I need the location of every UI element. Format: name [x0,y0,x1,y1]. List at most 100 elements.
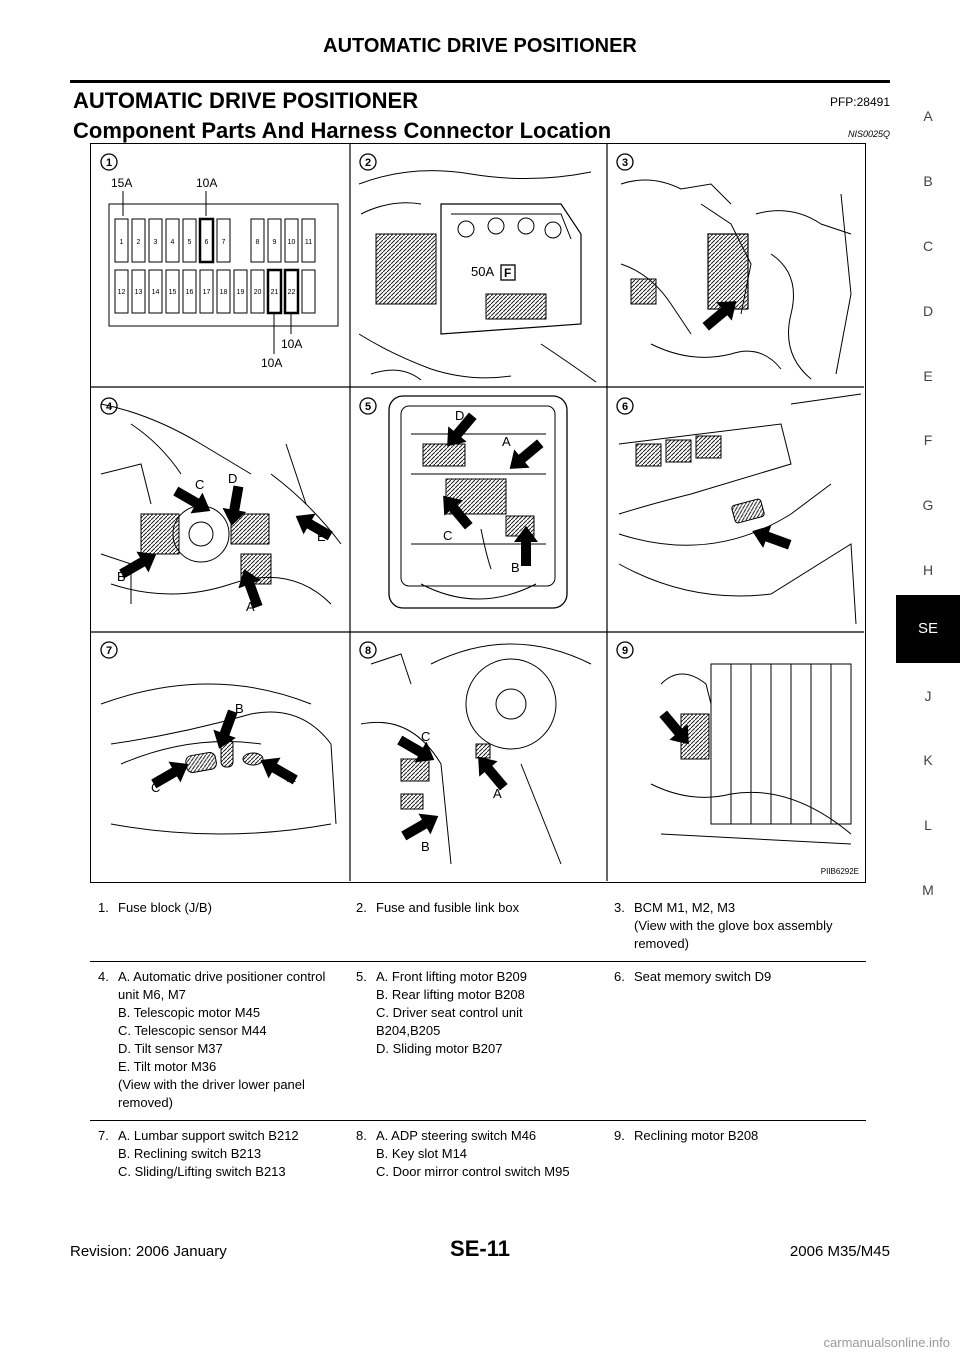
fuse-19: 19 [237,289,245,296]
fuse-label-10a-top: 10A [196,176,217,190]
fuse-22: 22 [288,289,296,296]
panel-3-number: 3 [622,157,628,169]
panel-7-number: 7 [106,645,112,657]
legend-item: 2.Fuse and fusible link box [356,900,520,915]
panel-9-reclining-motor [650,663,852,845]
panel-4-letter-b: B [117,569,126,584]
tab-d[interactable]: D [922,303,934,319]
panel-2-number: 2 [365,157,371,169]
panel-1-number: 1 [106,157,112,169]
panel-2-fuse-link-box [358,170,597,383]
figure-ref-code: PIIB6292E [821,867,859,876]
tab-f[interactable]: F [923,432,933,448]
panel-8-number: 8 [365,645,371,657]
panel-6-door-trim [618,393,862,625]
legend-item: 1.Fuse block (J/B) [98,900,212,915]
panel-8-dashboard [360,643,592,865]
panel-4-letter-d: D [228,471,237,486]
tab-g[interactable]: G [922,497,934,513]
fuse-9: 9 [273,239,277,246]
fuse-11: 11 [305,239,312,246]
fuse-18: 18 [220,289,228,296]
legend-table: 1.Fuse block (J/B) 2.Fuse and fusible li… [90,893,866,1189]
fusible-link-50a: 50A [471,264,494,279]
fuse-4: 4 [171,239,175,246]
fuse-16: 16 [186,289,194,296]
panel-8-letter-b: B [421,839,430,854]
running-header-title: AUTOMATIC DRIVE POSITIONER [323,35,637,57]
panel-4-letter-a: A [246,599,255,614]
footer-page-number: SE-11 [450,1236,510,1261]
tab-c[interactable]: C [922,238,934,254]
fuse-5: 5 [188,239,192,246]
pfp-code: PFP:28491 [829,95,890,109]
panel-8-letter-a: A [493,786,502,801]
panel-1-fuse-block: 15A 10A 1 2 3 4 5 6 7 8 9 10 11 12 13 14… [108,176,339,370]
component-location-figure: 1 2 3 4 5 6 7 8 9 15A 10A 1 2 3 4 5 6 7 … [90,143,866,883]
panel-5-letter-a: A [502,434,511,449]
fuse-21: 21 [271,289,279,296]
fuse-10: 10 [288,239,296,246]
panel-4-letter-c: C [195,477,204,492]
fuse-2: 2 [137,239,141,246]
fuse-15: 15 [169,289,177,296]
legend-row: 1.Fuse block (J/B) 2.Fuse and fusible li… [90,893,866,962]
tab-e[interactable]: E [923,368,933,384]
legend-item: 7.A. Lumbar support switch B212 B. Recli… [98,1128,299,1179]
tab-j[interactable]: J [924,688,932,704]
tab-se-active[interactable]: SE [896,595,960,663]
panel-7-seat-switches [100,683,337,835]
fuse-label-10a-bottom: 10A [261,356,282,370]
fuse-7: 7 [222,239,226,246]
header-rule [70,80,890,83]
fuse-6: 6 [205,239,209,246]
legend-item: 9.Reclining motor B208 [614,1128,759,1143]
legend-row: 4.A. Automatic drive positioner control … [90,962,866,1121]
tab-a[interactable]: A [923,108,933,124]
watermark: carmanualsonline.info [823,1335,950,1350]
panel-5-number: 5 [365,401,371,413]
fuse-row-1: 1 2 3 4 5 6 7 8 9 10 11 [114,217,316,264]
fuse-row-2: 12 13 14 15 16 17 18 19 20 21 22 [114,268,316,315]
fuse-label-15a: 15A [111,176,132,190]
fusible-link-tag-f: F [504,266,511,280]
panel-5-letter-d: D [455,408,464,423]
legend-item: 6.Seat memory switch D9 [614,969,772,984]
footer-model: 2006 M35/M45 [789,1243,890,1260]
fuse-17: 17 [203,289,211,296]
panel-7-letter-c: C [151,780,160,795]
panel-7-letter-b: B [235,701,244,716]
tab-l[interactable]: L [924,817,932,833]
nis-code: NIS0025Q [847,129,890,139]
section-title: AUTOMATIC DRIVE POSITIONER [73,88,419,113]
legend-item: 3.BCM M1, M2, M3 (View with the glove bo… [614,900,833,951]
fuse-label-10a-mid: 10A [281,337,302,351]
legend-item: 4.A. Automatic drive positioner control … [98,969,326,1110]
fuse-14: 14 [152,289,160,296]
panel-8-letter-c: C [421,729,430,744]
subsection-title: Component Parts And Harness Connector Lo… [73,118,612,143]
panel-4-steering-column [100,403,342,605]
tab-b[interactable]: B [923,173,933,189]
fuse-12: 12 [118,289,126,296]
panel-number-markers: 1 2 3 4 5 6 7 8 9 [100,153,634,659]
fuse-3: 3 [154,239,158,246]
tab-k[interactable]: K [923,752,933,768]
panel-4-number: 4 [106,401,113,413]
panel-9-number: 9 [622,645,628,657]
fuse-8: 8 [256,239,260,246]
panel-3-bcm [620,179,852,380]
fuse-1: 1 [120,239,124,246]
panel-5-letter-c: C [443,528,452,543]
legend-item: 5.A. Front lifting motor B209 B. Rear li… [356,969,528,1056]
legend-item: 8.A. ADP steering switch M46 B. Key slot… [356,1128,570,1179]
legend-row: 7.A. Lumbar support switch B212 B. Recli… [90,1121,866,1189]
tab-h[interactable]: H [922,562,934,578]
tab-m[interactable]: M [922,882,934,898]
fuse-20: 20 [254,289,262,296]
panel-5-letter-b: B [511,560,520,575]
fuse-13: 13 [135,289,143,296]
section-tabs: A B C D E F G H SE J K L M [896,0,960,1358]
footer-revision: Revision: 2006 January [70,1243,227,1260]
panel-5-seat-frame [388,395,568,609]
